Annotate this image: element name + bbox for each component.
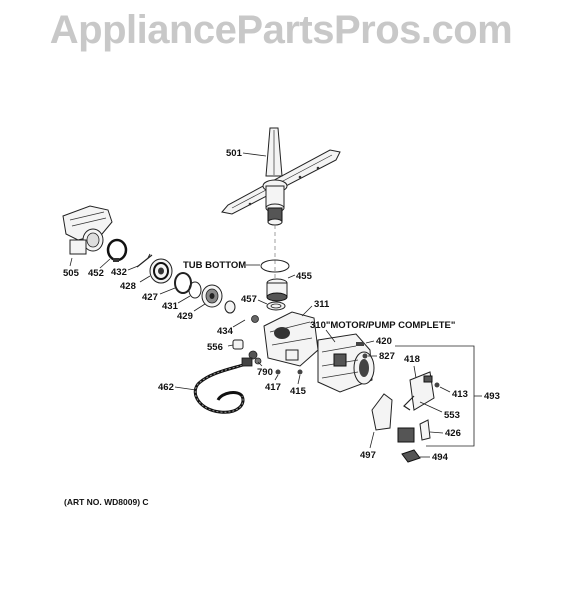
callout-431: 431 — [162, 301, 179, 312]
callout-462: 462 — [158, 382, 174, 393]
part-455-housing[interactable] — [266, 278, 288, 302]
callout-501: 501 — [226, 148, 243, 159]
part-417-screw[interactable] — [275, 369, 281, 375]
callout-tub-bottom: TUB BOTTOM — [183, 260, 246, 271]
leader-553 — [419, 401, 443, 413]
part-431-gasket[interactable] — [188, 281, 202, 299]
leader-413 — [439, 386, 451, 393]
part-501-spray-arm[interactable] — [221, 127, 341, 226]
part-427-ring[interactable] — [174, 272, 192, 294]
leader-415 — [297, 374, 301, 385]
leader-431 — [177, 295, 191, 304]
leader-418 — [413, 365, 417, 379]
callout-415: 415 — [290, 386, 307, 397]
callout-426: 426 — [445, 428, 461, 439]
leader-501 — [242, 152, 267, 157]
part-415-screw[interactable] — [297, 369, 303, 375]
callout-790: 790 — [257, 367, 273, 378]
leader-432 — [127, 265, 139, 271]
leader-427 — [159, 287, 176, 295]
callout-455: 455 — [296, 271, 313, 282]
callout-418: 418 — [404, 354, 420, 365]
part-428-impeller[interactable] — [149, 258, 173, 284]
leader-497 — [369, 431, 375, 449]
leader-462 — [174, 386, 197, 391]
callout-420: 420 — [376, 336, 392, 347]
part-tub-bottom-ring[interactable] — [260, 259, 290, 273]
callout-311: 311 — [314, 299, 330, 310]
part-497-mount[interactable] — [371, 393, 415, 443]
part-462-wire-harness[interactable] — [193, 357, 253, 414]
part-429-impeller-hub[interactable] — [201, 284, 223, 308]
part-452-clamp[interactable] — [106, 238, 128, 262]
callout-427: 427 — [142, 292, 158, 303]
leader-428 — [139, 275, 151, 283]
part-420-clip[interactable] — [356, 342, 364, 346]
callout-417: 417 — [265, 382, 281, 393]
callout-457: 457 — [241, 294, 257, 305]
callout-432: 432 — [111, 267, 127, 278]
part-827-bolt[interactable] — [362, 353, 368, 359]
part-556-fitting[interactable] — [232, 339, 244, 350]
part-413-screw[interactable] — [434, 382, 440, 388]
leader-310 — [325, 329, 336, 343]
callout-553: 553 — [444, 410, 460, 421]
callout-429: 429 — [177, 311, 193, 322]
part-494-foot[interactable] — [401, 449, 421, 463]
part-418-bracket[interactable] — [409, 371, 435, 411]
callout-505: 505 — [63, 268, 80, 279]
callout-310: 310"MOTOR/PUMP COMPLETE" — [310, 320, 455, 331]
callout-827: 827 — [379, 351, 395, 362]
leader-457 — [257, 299, 268, 305]
bracket-493-group-frame — [395, 345, 482, 447]
leader-429 — [193, 303, 206, 312]
leader-417 — [274, 374, 279, 381]
leader-420 — [365, 340, 375, 344]
callout-413: 413 — [452, 389, 468, 400]
part-434-plug[interactable] — [224, 300, 259, 323]
leader-426 — [429, 431, 444, 434]
callout-428: 428 — [120, 281, 136, 292]
part-505-filter-housing[interactable] — [62, 205, 113, 255]
art-number: (ART NO. WD8009) C — [64, 497, 149, 507]
part-553-spring-clip[interactable] — [403, 395, 415, 411]
callout-494: 494 — [432, 452, 449, 463]
leader-790 — [257, 361, 263, 367]
part-311-pump-body[interactable] — [263, 311, 319, 367]
part-432-spring[interactable] — [136, 253, 153, 268]
leader-311 — [301, 305, 313, 317]
callout-434: 434 — [217, 326, 234, 337]
callout-452: 452 — [88, 268, 104, 279]
leader-556 — [227, 344, 234, 347]
part-457-seal[interactable] — [266, 301, 286, 311]
part-310-motor[interactable] — [317, 333, 375, 393]
leader-505 — [69, 257, 73, 267]
leader-455 — [287, 274, 296, 279]
part-790-clip[interactable] — [248, 350, 262, 365]
callout-556: 556 — [207, 342, 223, 353]
leader-452 — [99, 258, 111, 269]
callout-493: 493 — [484, 391, 500, 402]
callout-497: 497 — [360, 450, 376, 461]
part-426-bracket[interactable] — [419, 419, 431, 441]
watermark-logo: AppliancePartsPros.com — [49, 8, 513, 52]
leader-434 — [232, 319, 246, 328]
